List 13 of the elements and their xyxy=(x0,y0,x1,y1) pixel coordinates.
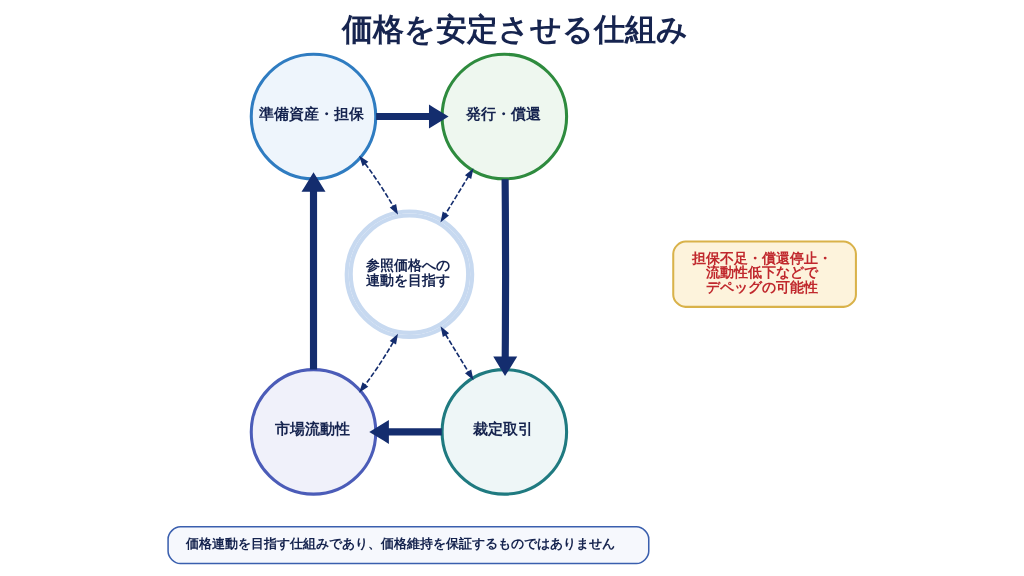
node-box: 価格連動を目指す仕組みであり、価格維持を保証するものではありません xyxy=(167,526,650,565)
arrow xyxy=(376,104,449,129)
arrow xyxy=(359,333,398,393)
node-circle: 準備資産・担保 xyxy=(249,52,378,181)
arrow xyxy=(440,168,474,223)
arrow xyxy=(369,419,442,444)
arrow xyxy=(493,179,518,377)
arrow xyxy=(440,326,474,381)
arrow xyxy=(301,172,326,370)
node-circle: 市場流動性 xyxy=(249,368,378,496)
diagram-title: 価格を安定させる仕組み xyxy=(341,12,688,48)
arrow xyxy=(359,155,399,215)
node-box: 担保不足・償還停止・流動性低下などでデペッグの可能性 xyxy=(672,240,857,308)
